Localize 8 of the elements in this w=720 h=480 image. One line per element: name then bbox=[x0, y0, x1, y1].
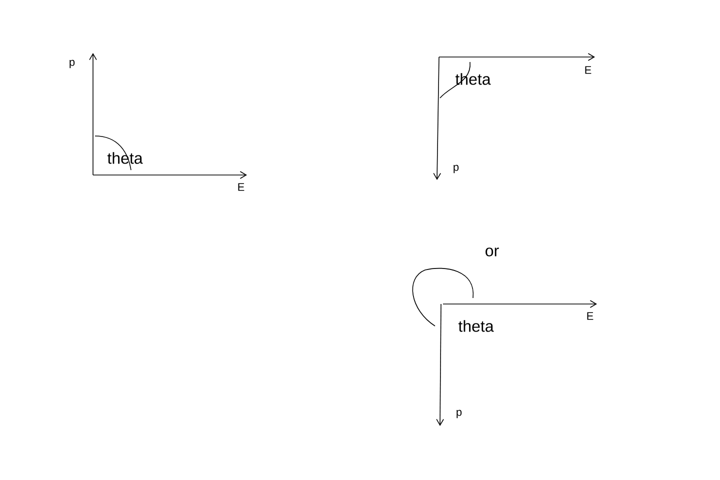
word-label: or bbox=[486, 248, 499, 256]
axis-label: p bbox=[456, 410, 462, 418]
axis-label: E bbox=[238, 183, 244, 191]
axis-label: p bbox=[70, 60, 75, 68]
axis-label: E bbox=[587, 312, 594, 320]
axis-label: p bbox=[454, 164, 459, 174]
angle-label: theta bbox=[458, 320, 494, 332]
axis-label: E bbox=[585, 66, 592, 74]
